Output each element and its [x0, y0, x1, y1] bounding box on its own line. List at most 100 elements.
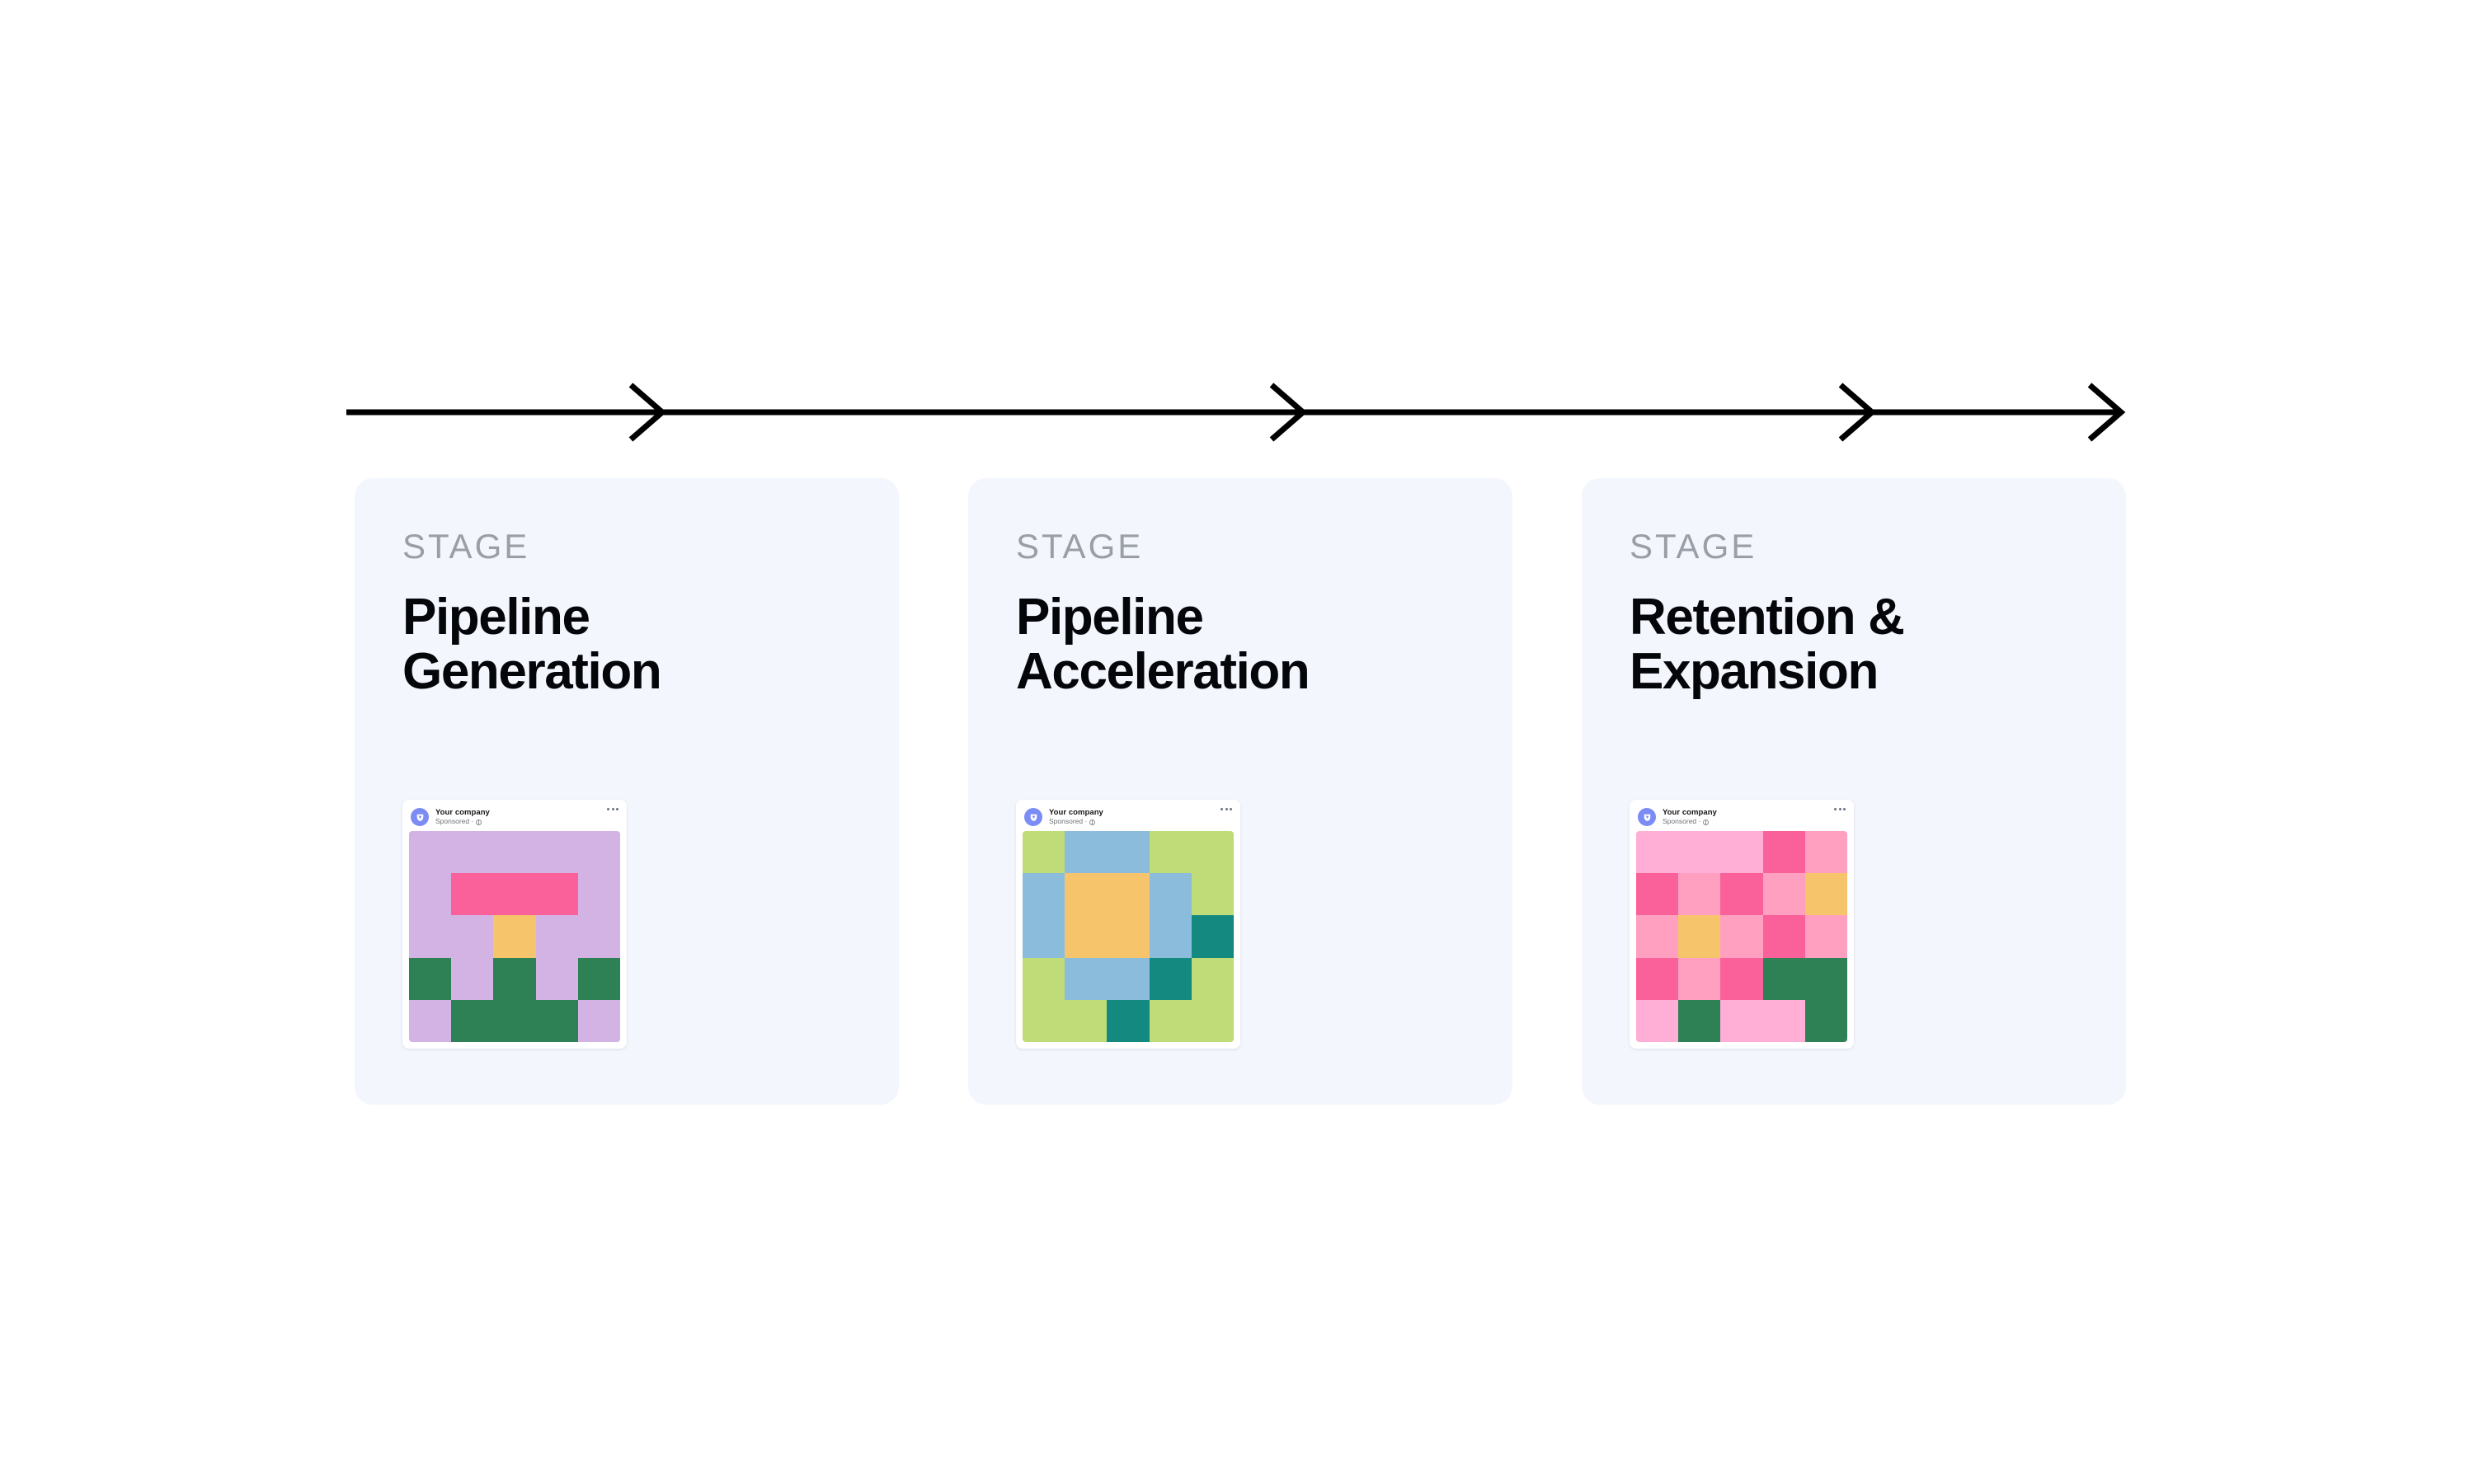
ad-meta: Your company Sponsored · [1049, 808, 1103, 826]
ad-preview-card[interactable]: Your company Sponsored · [1630, 800, 1854, 1049]
grid-cell [451, 873, 494, 916]
grid-cell [1191, 915, 1234, 958]
grid-cell [1678, 831, 1721, 874]
stage-card-pipeline-acceleration[interactable]: STAGE Pipeline Acceleration Your company [968, 478, 1512, 1105]
avatar [411, 808, 429, 826]
grid-cell [1636, 831, 1679, 874]
grid-cell [577, 873, 620, 916]
grid-cell [451, 915, 494, 958]
globe-icon [1089, 819, 1096, 825]
ellipsis-icon[interactable] [607, 808, 618, 810]
grid-cell [409, 831, 452, 874]
ad-creative-grid [1636, 831, 1847, 1042]
ad-company-name: Your company [1049, 808, 1103, 817]
grid-cell [1191, 831, 1234, 874]
grid-cell [1023, 999, 1065, 1042]
grid-cell [1065, 999, 1108, 1042]
ad-preview-card[interactable]: Your company Sponsored · [402, 800, 627, 1049]
ad-header: Your company Sponsored · [1636, 806, 1847, 831]
stage-card-retention-expansion[interactable]: STAGE Retention & Expansion Your company [1582, 478, 2126, 1105]
globe-icon [476, 819, 482, 825]
stage-card-pipeline-generation[interactable]: STAGE Pipeline Generation Your company [355, 478, 899, 1105]
grid-cell [493, 957, 536, 1000]
grid-cell [535, 915, 578, 958]
grid-cell [1149, 915, 1192, 958]
grid-cell [409, 999, 452, 1042]
ad-sponsored-label: Sponsored · [435, 818, 490, 825]
ad-sponsored-label: Sponsored · [1663, 818, 1717, 825]
grid-cell [1107, 999, 1150, 1042]
grid-cell [493, 999, 536, 1042]
grid-cell [1636, 915, 1679, 958]
stage-progress-arrow [346, 375, 2136, 449]
grid-cell [577, 831, 620, 874]
grid-cell [1023, 957, 1065, 1000]
grid-cell [1149, 999, 1192, 1042]
ad-header: Your company Sponsored · [409, 806, 620, 831]
grid-cell [1065, 915, 1108, 958]
stage-kicker: STAGE [402, 527, 530, 566]
grid-cell [409, 873, 452, 916]
ad-company-name: Your company [435, 808, 490, 817]
grid-cell [1107, 873, 1150, 916]
grid-cell [1678, 915, 1721, 958]
grid-cell [1023, 873, 1065, 916]
grid-cell [1149, 831, 1192, 874]
ad-header: Your company Sponsored · [1023, 806, 1234, 831]
globe-icon [1703, 819, 1710, 825]
grid-cell [1720, 831, 1763, 874]
grid-cell [493, 873, 536, 916]
avatar [1024, 808, 1042, 826]
avatar [1638, 808, 1656, 826]
grid-cell [409, 915, 452, 958]
grid-cell [577, 957, 620, 1000]
grid-cell [1636, 957, 1679, 1000]
grid-cell [1720, 873, 1763, 916]
grid-cell [1804, 831, 1847, 874]
stage-title: Retention & Expansion [1630, 589, 1905, 700]
grid-cell [1023, 915, 1065, 958]
grid-cell [1762, 957, 1805, 1000]
grid-cell [1762, 873, 1805, 916]
grid-cell [1804, 915, 1847, 958]
ad-meta: Your company Sponsored · [435, 808, 490, 826]
grid-cell [1149, 957, 1192, 1000]
grid-cell [409, 957, 452, 1000]
grid-cell [493, 915, 536, 958]
ellipsis-icon[interactable] [1221, 808, 1232, 810]
grid-cell [1804, 957, 1847, 1000]
grid-cell [1678, 957, 1721, 1000]
stage-kicker: STAGE [1016, 527, 1144, 566]
arrowhead-3-icon [1838, 383, 1877, 442]
ad-preview-card[interactable]: Your company Sponsored · [1016, 800, 1240, 1049]
grid-cell [577, 999, 620, 1042]
grid-cell [1678, 873, 1721, 916]
ellipsis-icon[interactable] [1834, 808, 1846, 810]
grid-cell [1191, 873, 1234, 916]
stage-title: Pipeline Generation [402, 589, 662, 700]
grid-cell [1720, 957, 1763, 1000]
ad-preview-wrap: Your company Sponsored · [402, 800, 851, 1049]
ad-meta: Your company Sponsored · [1663, 808, 1717, 826]
grid-cell [1720, 999, 1763, 1042]
grid-cell [1149, 873, 1192, 916]
arrow-svg [346, 383, 2126, 442]
ad-preview-wrap: Your company Sponsored · [1630, 800, 2078, 1049]
arrowhead-2-icon [1269, 383, 1308, 442]
grid-cell [1720, 915, 1763, 958]
ad-creative-grid [409, 831, 620, 1042]
grid-cell [1762, 915, 1805, 958]
grid-cell [1107, 831, 1150, 874]
ad-creative-grid [1023, 831, 1234, 1042]
grid-cell [1762, 831, 1805, 874]
grid-cell [1191, 957, 1234, 1000]
grid-cell [577, 915, 620, 958]
grid-cell [1636, 873, 1679, 916]
grid-cell [1636, 999, 1679, 1042]
grid-cell [535, 999, 578, 1042]
ad-preview-wrap: Your company Sponsored · [1016, 800, 1465, 1049]
grid-cell [493, 831, 536, 874]
stage-kicker: STAGE [1630, 527, 1757, 566]
grid-cell [535, 831, 578, 874]
grid-cell [1107, 915, 1150, 958]
